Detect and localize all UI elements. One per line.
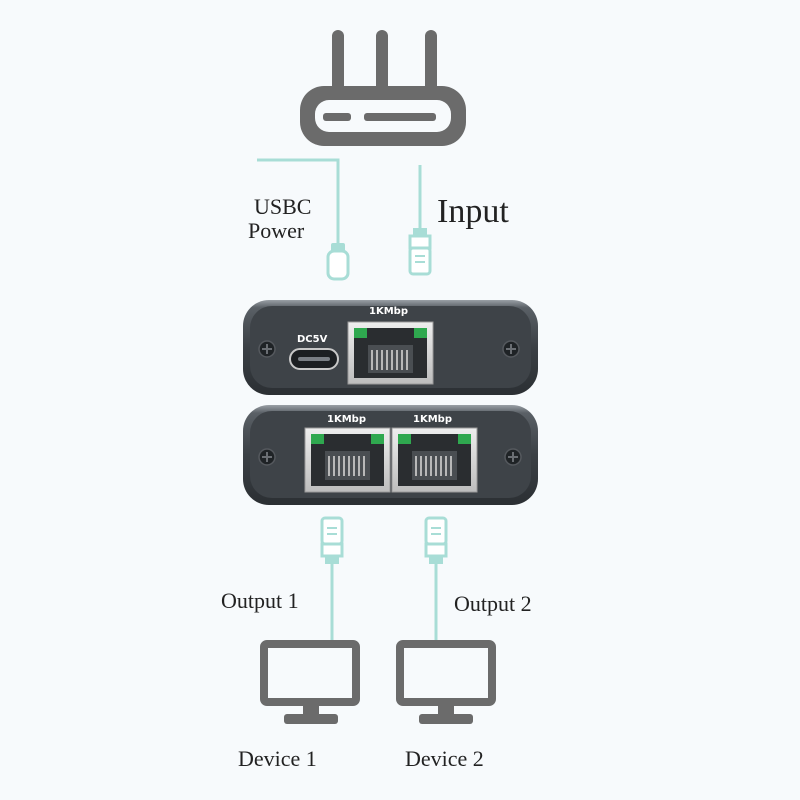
input-unit [243,300,538,395]
dc-label: DC5V [297,334,328,345]
output2-label: Output 2 [454,591,532,616]
screw-icon [502,340,520,358]
screw-icon [258,448,276,466]
output-unit [243,405,538,505]
link-led [311,434,324,444]
output-port1-speed-label: 1KMbp [327,414,366,425]
usbc-label: USBC [254,194,312,219]
input-cable [408,165,432,276]
activity-led [458,434,471,444]
usbc-port [289,348,339,370]
input-label: Input [437,193,509,230]
link-led [398,434,411,444]
link-led [354,328,367,338]
monitor-icon [260,640,360,724]
power-label: Power [248,218,305,243]
rj45-port-output-1 [304,427,391,493]
screw-icon [258,340,276,358]
rj45-port-input [347,321,434,385]
input-port-speed-label: 1KMbp [369,306,408,317]
activity-led [414,328,427,338]
usbc-connector-icon [326,243,350,281]
usbc-cable [257,158,340,245]
monitor-icon [396,640,496,724]
device1-label: Device 1 [238,746,317,771]
router-icon [300,30,466,146]
output1-label: Output 1 [221,588,299,613]
screw-icon [504,448,522,466]
rj45-port-output-2 [391,427,478,493]
output-cable-2 [424,516,448,642]
device2-label: Device 2 [405,746,484,771]
output-cable-1 [320,516,344,642]
activity-led [371,434,384,444]
output-port2-speed-label: 1KMbp [413,414,452,425]
